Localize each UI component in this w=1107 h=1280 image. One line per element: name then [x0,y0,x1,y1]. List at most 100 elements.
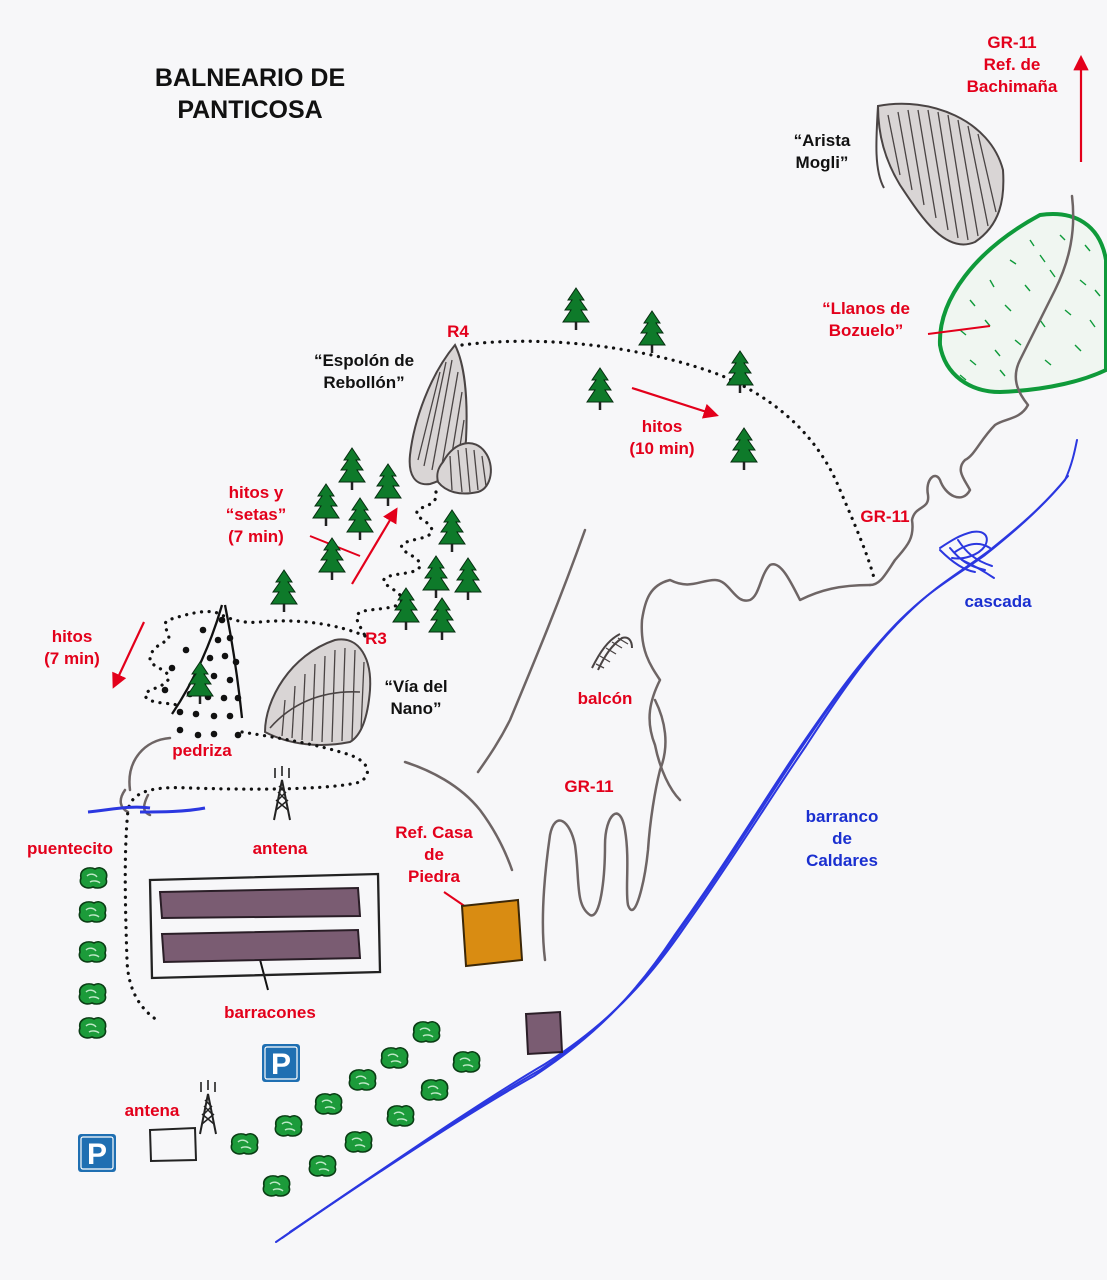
pine-tree-icon [427,596,457,642]
label-espolon-de: “Espolón de [314,351,414,370]
bush-icon [262,1175,291,1197]
label-gr11-low: GR-11 [564,777,613,796]
bush-icon [420,1079,449,1101]
label-hitos-10: hitos [642,417,683,436]
pine-tree-icon [311,482,341,528]
route-hitos-7-min [143,609,367,708]
bush-icon [78,983,107,1005]
label-gr11-mid: GR-11 [860,507,909,526]
arrow-hitos-setas [351,507,398,585]
label-ref-de: Ref. de [984,55,1041,74]
label-r3: R3 [365,629,387,648]
arrow-hitos-7-min [112,621,145,689]
refugio-casa-de-piedra [460,898,524,968]
label-cascada: cascada [964,592,1032,611]
parking-label: P [87,1138,107,1171]
bush-icon [78,941,107,963]
meadow-texture [959,234,1101,381]
bush-icon [386,1105,415,1127]
bush-icon [344,1131,373,1153]
label-antena-bottom: antena [125,1101,180,1120]
label-de: de [832,829,852,848]
trail-gr11-lower-zigzag [541,698,667,962]
rock-via-del-nano [263,638,372,746]
label-barranco: barranco [806,807,879,826]
label-7-min: (7 min) [44,649,100,668]
bush-icon [274,1115,303,1137]
pine-tree-icon [373,462,403,508]
bush-icon [348,1069,377,1091]
pine-tree-icon [561,286,591,332]
antenna-icon [273,765,291,821]
label-balcon: balcón [578,689,633,708]
label-gr11-top: GR-11 [987,33,1036,52]
pine-tree-icon [337,446,367,492]
bush-icon [308,1155,337,1177]
waterfall-scribble [939,530,995,579]
label-via-del: “Vía del [384,677,447,696]
label-bachimana: Bachimaña [967,77,1058,96]
label-puentecito: puentecito [27,839,113,858]
small-shed [148,1126,198,1163]
small-building [524,1010,564,1056]
antenna-icon [199,1079,217,1135]
bush-icon [452,1051,481,1073]
scree-pedriza [161,604,244,739]
arrow-hitos-10-min [631,386,719,419]
pine-tree-icon [585,366,615,412]
rock-espolon-de-rebollon [408,343,492,495]
label-ref-casa: Ref. Casa [395,823,473,842]
parking-sign-2: P [78,1134,116,1172]
puentecito-stream [87,805,206,814]
bush-icon [78,901,107,923]
pine-tree-icon [453,556,483,602]
parking-label: P [271,1048,291,1081]
bush-icon [230,1133,259,1155]
label-hitos-7: hitos [52,627,93,646]
rock-arista-mogli [875,102,1005,246]
label-nano: Nano” [391,699,442,718]
label-pedriza: pedriza [172,741,232,760]
trail-gr11-upper [640,194,1075,802]
pine-tree-icon [421,554,451,600]
route-hitos-setas-zigzag [355,490,438,638]
label-mogli: Mogli” [796,153,849,172]
map-title-line1: BALNEARIO DE [155,64,345,92]
label-ref-de: de [424,845,444,864]
label-setas: “setas” [226,505,286,524]
label-bozuelo: Bozuelo” [829,321,904,340]
label-arista: “Arista [794,131,851,150]
parking-icon [78,1134,116,1172]
map-labels: GR-11 Ref. de Bachimaña “Arista Mogli” “… [27,33,1058,1120]
bush-icon [380,1047,409,1069]
label-setas-7-min: (7 min) [228,527,284,546]
route-pedriza-to-parking [123,730,369,1024]
label-10-min: (10 min) [629,439,694,458]
label-antena-top: antena [253,839,308,858]
label-rebollon: Rebollón” [323,373,404,392]
parking-icon [262,1044,300,1082]
pine-tree-icon [729,426,759,472]
label-r4: R4 [447,322,469,341]
pine-tree-icon [317,536,347,582]
bush-icon [79,867,108,889]
label-barracones: barracones [224,1003,316,1022]
label-piedra: Piedra [408,867,461,886]
balcon-viewpoint [591,633,633,671]
barracones-complex [148,872,382,980]
label-llanos-de: “Llanos de [822,299,910,318]
parking-sign-1: P [262,1044,300,1082]
route-hitos-10-min [460,339,876,580]
label-hitos-y: hitos y [229,483,284,502]
pine-tree-icon [437,508,467,554]
label-caldares: Caldares [806,851,878,870]
pine-tree-icon [391,586,421,632]
pine-tree-icon [269,568,299,614]
pine-tree-icon [345,496,375,542]
meadow-llanos-de-bozuelo [937,212,1107,395]
river-barranco-caldares [275,439,1078,1243]
bush-icon [412,1021,441,1043]
map-title-line2: PANTICOSA [177,96,322,124]
pine-tree-icon [637,309,667,355]
